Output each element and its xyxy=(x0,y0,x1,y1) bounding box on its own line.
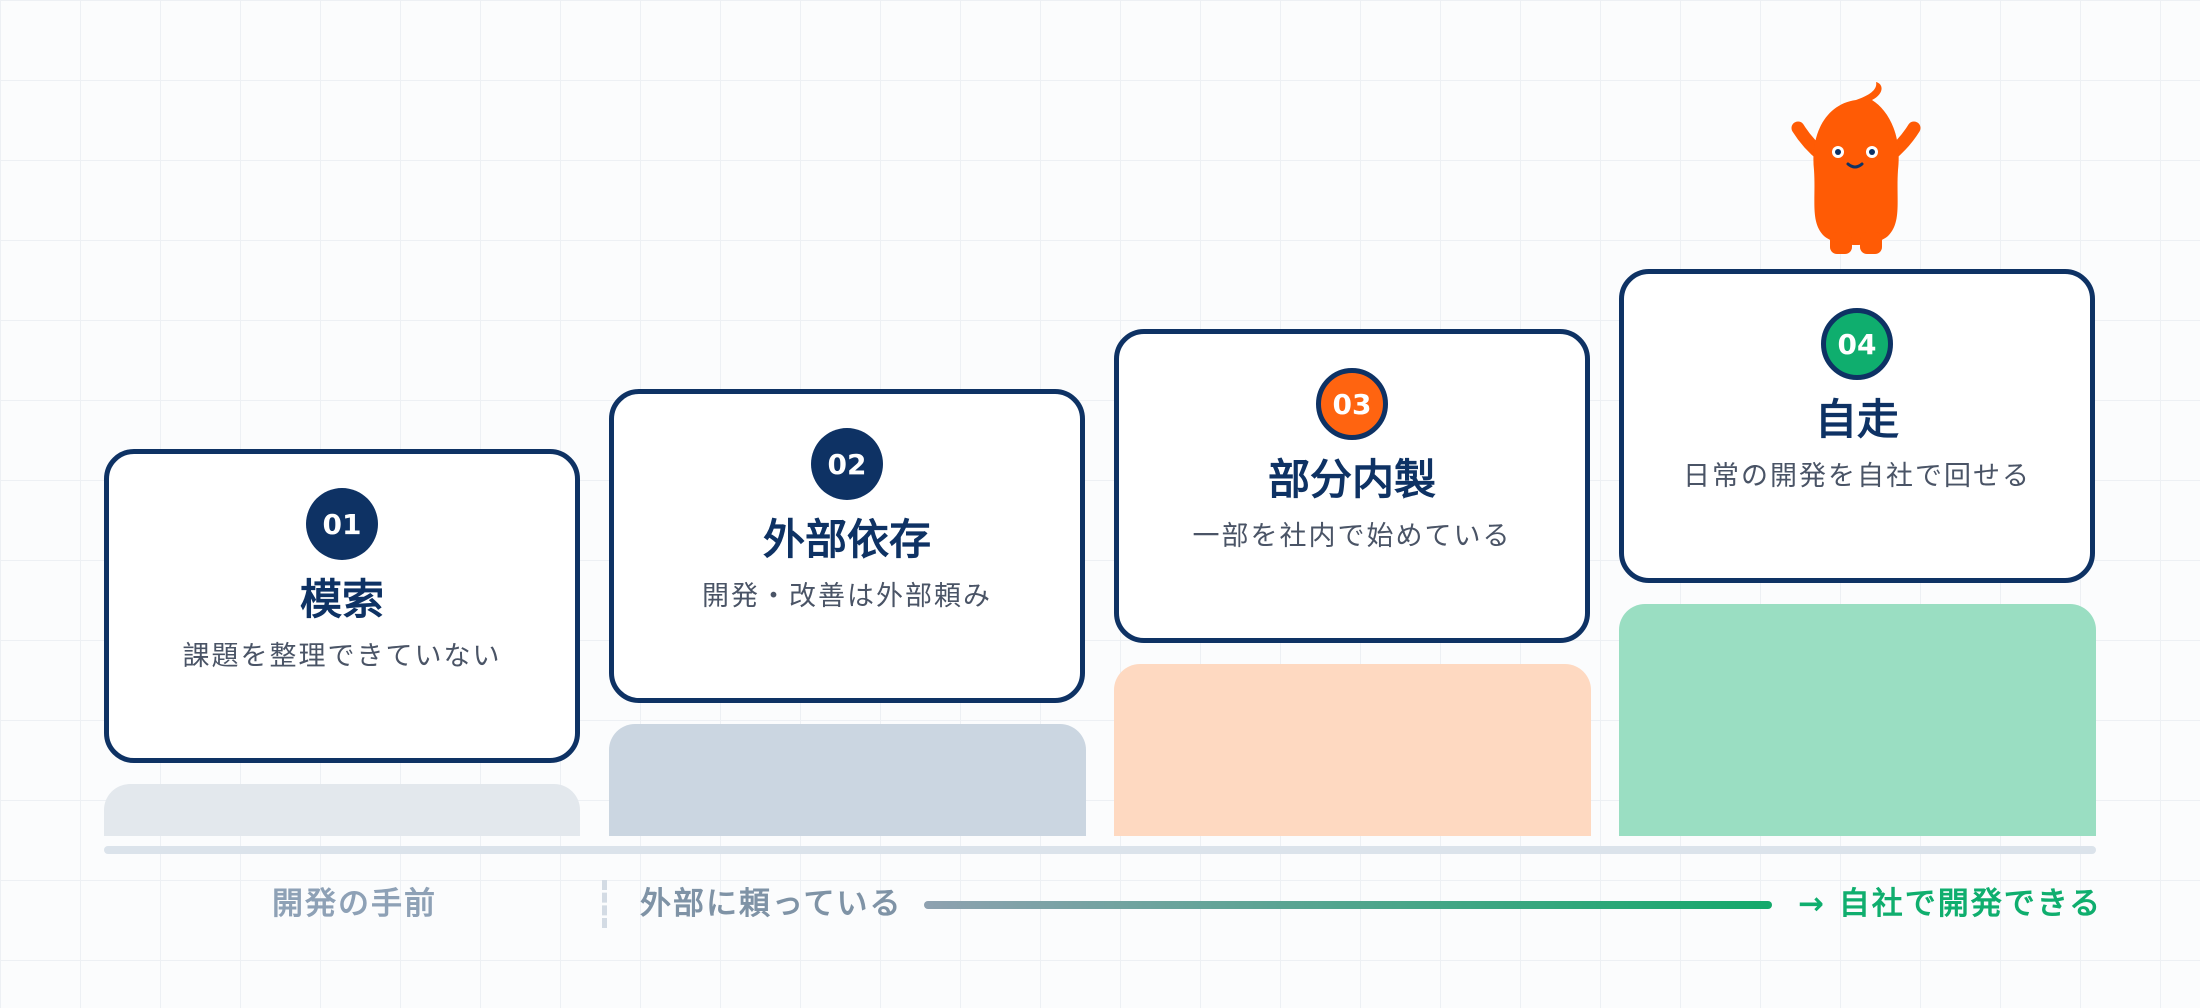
step-card-3: 03 部分内製 一部を社内で始めている xyxy=(1114,329,1590,643)
step-number-badge: 02 xyxy=(811,428,883,500)
step-number-badge: 01 xyxy=(306,488,378,560)
step-card-2: 02 外部依存 開発・改善は外部頼み xyxy=(609,389,1085,703)
flame-mascot-icon xyxy=(1791,82,1921,254)
progress-gradient-line xyxy=(924,901,1772,909)
step-title: 模索 xyxy=(299,575,384,624)
step-title: 外部依存 xyxy=(762,515,931,564)
step-card-1: 01 模索 課題を整理できていない xyxy=(104,449,580,763)
step-number-badge: 04 xyxy=(1821,308,1893,380)
step-description: 課題を整理できていない xyxy=(182,641,502,672)
footer-before-label: 開発の手前 xyxy=(272,886,437,922)
step-block-4 xyxy=(1619,604,2096,836)
step-description: 開発・改善は外部頼み xyxy=(702,581,992,612)
step-card-4: 04 自走 日常の開発を自社で回せる xyxy=(1619,269,2095,583)
step-description: 日常の開発を自社で回せる xyxy=(1683,461,2031,492)
footer-divider xyxy=(602,880,607,928)
footer-goal-label: → 自社で開発できる xyxy=(1798,886,2103,922)
step-title: 自走 xyxy=(1814,395,1899,444)
step-block-3 xyxy=(1114,664,1591,836)
footer-external-label: 外部に頼っている xyxy=(640,886,903,922)
step-description: 一部を社内で始めている xyxy=(1192,521,1512,552)
step-block-2 xyxy=(609,724,1086,836)
step-number-badge: 03 xyxy=(1316,368,1388,440)
step-title: 部分内製 xyxy=(1267,455,1436,504)
baseline xyxy=(104,846,2096,854)
step-block-1 xyxy=(104,784,580,836)
